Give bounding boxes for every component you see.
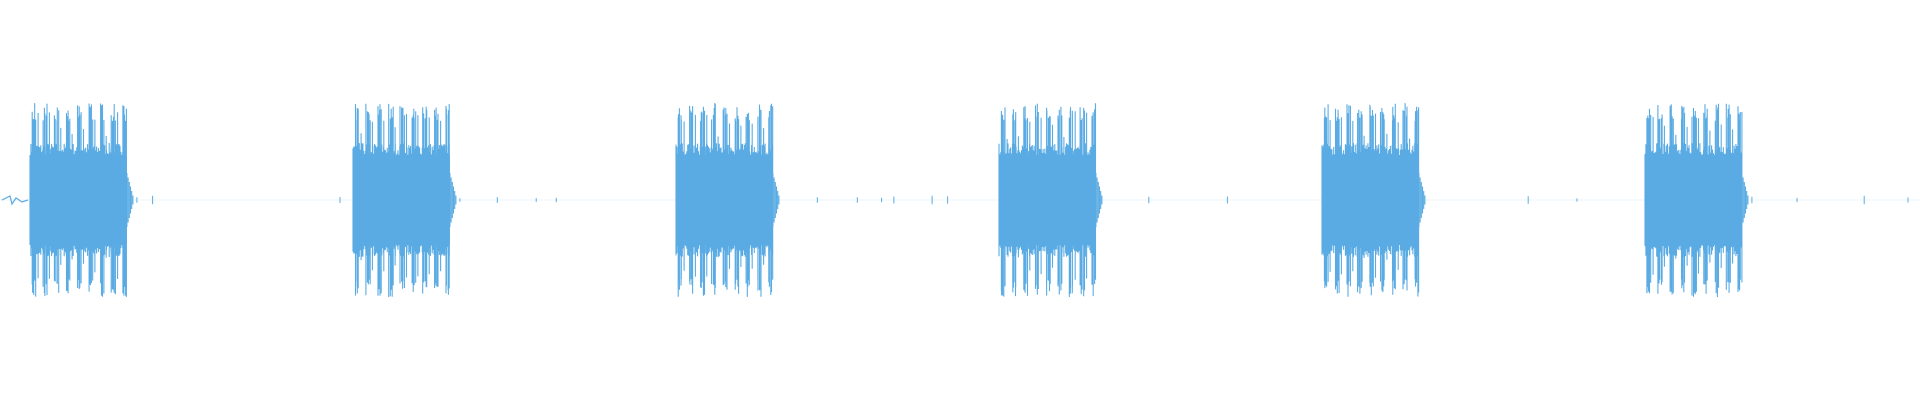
waveform-burst-pulses	[1321, 103, 1426, 297]
waveform-noise	[1751, 195, 1909, 205]
waveform-burst-pulses	[998, 103, 1103, 297]
waveform-burst	[675, 103, 949, 297]
waveform-burst-pulses	[1644, 103, 1749, 297]
waveform-burst	[1321, 103, 1578, 297]
waveform-noise	[1148, 196, 1228, 204]
waveform-noise	[1527, 196, 1578, 204]
waveform-burst	[29, 103, 341, 297]
waveform-burst	[352, 103, 557, 297]
waveform-leading-blip	[1, 195, 29, 206]
waveform-noise	[816, 195, 949, 205]
waveform-noise	[459, 197, 557, 203]
waveform-burst-pulses	[675, 103, 780, 297]
waveform-burst-pulses	[352, 103, 457, 297]
waveform-burst	[1644, 103, 1909, 297]
waveform-burst-pulses	[29, 103, 134, 297]
waveform-burst	[998, 103, 1228, 297]
waveform-noise	[136, 195, 341, 205]
